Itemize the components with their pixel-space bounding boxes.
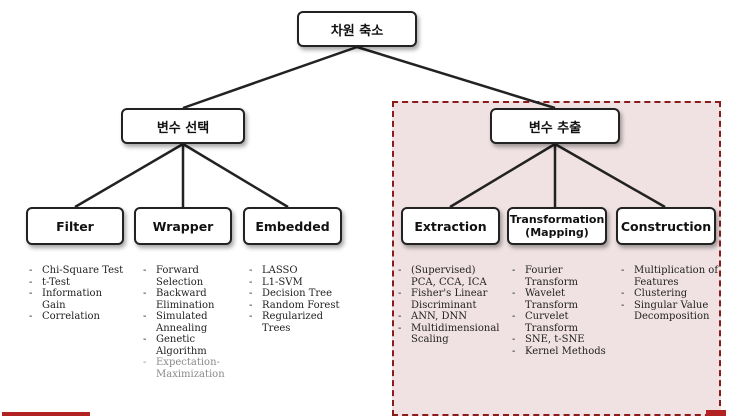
list-item: L1-SVM	[248, 277, 348, 289]
wrapper-items: Forward Selection Backward Elimination S…	[142, 265, 230, 380]
connector-extraction-construction	[554, 142, 666, 209]
list-item: t-Test	[28, 277, 128, 289]
list-item: Genetic Algorithm	[142, 334, 230, 357]
feature-selection-node: 변수 선택	[121, 108, 245, 144]
list-item: Expectation-Maximization	[142, 357, 230, 380]
list-item: Backward Elimination	[142, 288, 230, 311]
connector-selection-filter	[74, 142, 184, 209]
list-item: (Supervised) PCA, CCA, ICA	[397, 265, 501, 288]
list-item: Fourier Transform	[511, 265, 611, 288]
list-item: ANN, DNN	[397, 311, 501, 323]
connector-root-selection	[182, 45, 358, 110]
feature-extraction-node: 변수 추출	[490, 108, 620, 144]
list-item: Multidimensional Scaling	[397, 323, 501, 346]
list-item: Simulated Annealing	[142, 311, 230, 334]
embedded-node: Embedded	[243, 207, 342, 245]
list-item: LASSO	[248, 265, 348, 277]
connector-selection-embedded	[182, 142, 289, 209]
list-item: Curvelet Transform	[511, 311, 611, 334]
slide-corner-accent	[706, 410, 726, 416]
list-item: Regularized Trees	[248, 311, 348, 334]
root-node: 차원 축소	[297, 11, 417, 47]
list-item: Chi-Square Test	[28, 265, 128, 277]
list-item: Forward Selection	[142, 265, 230, 288]
list-item: Decision Tree	[248, 288, 348, 300]
list-item: Information Gain	[28, 288, 128, 311]
construction-node: Construction	[616, 207, 716, 245]
list-item: Kernel Methods	[511, 346, 611, 358]
list-item: SNE, t-SNE	[511, 334, 611, 346]
connector-root-extraction	[356, 45, 556, 110]
list-item: Wavelet Transform	[511, 288, 611, 311]
slide-accent-bar	[2, 412, 90, 416]
list-item: Multiplication of Features	[620, 265, 720, 288]
feature-extraction-region	[392, 101, 721, 416]
filter-node: Filter	[26, 207, 124, 245]
list-item: Correlation	[28, 311, 128, 323]
list-item: Clustering	[620, 288, 720, 300]
transformation-node: Transformation(Mapping)	[507, 207, 607, 245]
wrapper-node: Wrapper	[134, 207, 232, 245]
transformation-items: Fourier Transform Wavelet Transform Curv…	[511, 265, 611, 357]
embedded-items: LASSO L1-SVM Decision Tree Random Forest…	[248, 265, 348, 334]
list-item: Singular Value Decomposition	[620, 300, 720, 323]
connector-extraction-extraction	[449, 142, 556, 209]
extraction-items: (Supervised) PCA, CCA, ICA Fisher's Line…	[397, 265, 501, 346]
extraction-node: Extraction	[401, 207, 500, 245]
list-item: Fisher's Linear Discriminant	[397, 288, 501, 311]
construction-items: Multiplication of Features Clustering Si…	[620, 265, 720, 323]
list-item: Random Forest	[248, 300, 348, 312]
filter-items: Chi-Square Test t-Test Information Gain …	[28, 265, 128, 323]
